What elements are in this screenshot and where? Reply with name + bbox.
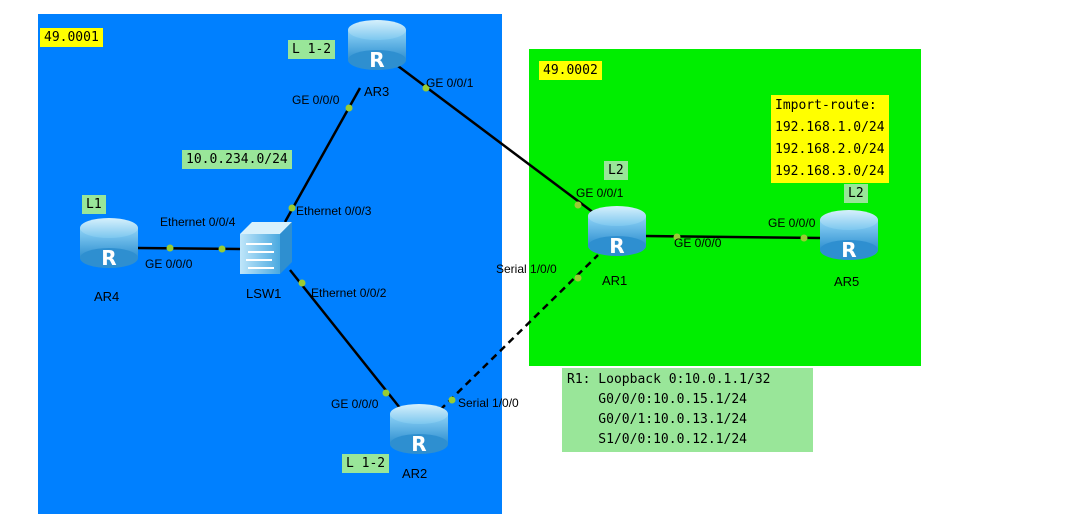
port-label-ar1-serial100: Serial 1/0/0: [496, 262, 557, 276]
import-route-box: Import-route: 192.168.1.0/24 192.168.2.0/2…: [771, 95, 889, 183]
port-dot: [298, 279, 306, 287]
router-ar1-icon[interactable]: R: [588, 206, 646, 258]
area-label-49-0001: 49.0001: [40, 28, 103, 47]
svg-text:R: R: [411, 432, 426, 456]
router-ar4-icon[interactable]: R: [80, 218, 138, 270]
port-dot: [800, 234, 808, 242]
port-label-ar4-ge000: GE 0/0/0: [145, 257, 193, 271]
port-label-ar2-serial100: Serial 1/0/0: [458, 396, 519, 410]
import-route-item: 192.168.1.0/24: [775, 120, 885, 135]
area-label-49-0002: 49.0002: [539, 61, 602, 80]
device-name-lsw1: LSW1: [246, 286, 282, 301]
link-lsw1-ar2: [289, 269, 401, 409]
port-dot: [673, 233, 681, 241]
router-ar2-icon[interactable]: R: [390, 404, 448, 456]
link-ar2-ar1-serial: [439, 254, 599, 411]
config-line: S1/0/0:10.0.12.1/24: [567, 432, 748, 447]
svg-text:R: R: [841, 238, 856, 262]
svg-text:R: R: [609, 234, 624, 258]
level-label-ar3: L 1-2: [288, 40, 336, 59]
port-dot: [218, 245, 226, 253]
port-label-ar3-ge000: GE 0/0/0: [292, 93, 340, 107]
config-line: R1: Loopback 0:10.0.1.1/32: [567, 372, 771, 387]
switch-lsw1-icon[interactable]: [240, 222, 292, 274]
level-label-ar5: L2: [844, 184, 868, 203]
port-label-lsw1-eth004: Ethernet 0/0/4: [160, 215, 236, 229]
port-dot: [574, 274, 582, 282]
port-label-ar1-ge001: GE 0/0/1: [576, 186, 624, 200]
port-dot: [345, 104, 353, 112]
port-dot: [448, 396, 456, 404]
port-dot: [574, 201, 582, 209]
level-label-ar4: L1: [82, 195, 106, 214]
router-ar5-icon[interactable]: R: [820, 210, 878, 262]
device-name-ar1: AR1: [602, 273, 628, 288]
link-ar1-ar5: [644, 234, 823, 240]
port-label-ar2-ge000: GE 0/0/0: [331, 397, 379, 411]
device-name-ar4: AR4: [94, 289, 120, 304]
router-ar3-icon[interactable]: R: [348, 20, 406, 72]
r1-config-box: R1: Loopback 0:10.0.1.1/32 G0/0/0:10.0.1…: [562, 368, 813, 452]
level-label-ar2: L 1-2: [342, 454, 390, 473]
svg-text:R: R: [369, 48, 384, 72]
port-dot: [382, 389, 390, 397]
subnet-label: 10.0.234.0/24: [182, 150, 292, 169]
port-label-ar5-ge000: GE 0/0/0: [768, 216, 816, 230]
device-name-ar5: AR5: [834, 274, 860, 289]
config-line: G0/0/0:10.0.15.1/24: [567, 392, 748, 407]
link-ar3-ar1: [397, 65, 599, 217]
port-dot: [288, 204, 296, 212]
import-route-item: 192.168.2.0/24: [775, 142, 885, 157]
port-dot: [422, 84, 430, 92]
import-route-item: 192.168.3.0/24: [775, 164, 885, 179]
device-name-ar3: AR3: [364, 84, 390, 99]
device-name-ar2: AR2: [402, 466, 428, 481]
port-label-lsw1-eth002: Ethernet 0/0/2: [311, 286, 387, 300]
port-label-ar3-ge001: GE 0/0/1: [426, 76, 474, 90]
import-route-title: Import-route:: [775, 98, 877, 113]
svg-text:R: R: [101, 246, 116, 270]
port-label-ar1-ge000: GE 0/0/0: [674, 236, 722, 250]
port-label-lsw1-eth003: Ethernet 0/0/3: [296, 204, 372, 218]
level-label-ar1: L2: [604, 161, 628, 180]
config-line: G0/0/1:10.0.13.1/24: [567, 412, 748, 427]
port-dot: [166, 244, 174, 252]
